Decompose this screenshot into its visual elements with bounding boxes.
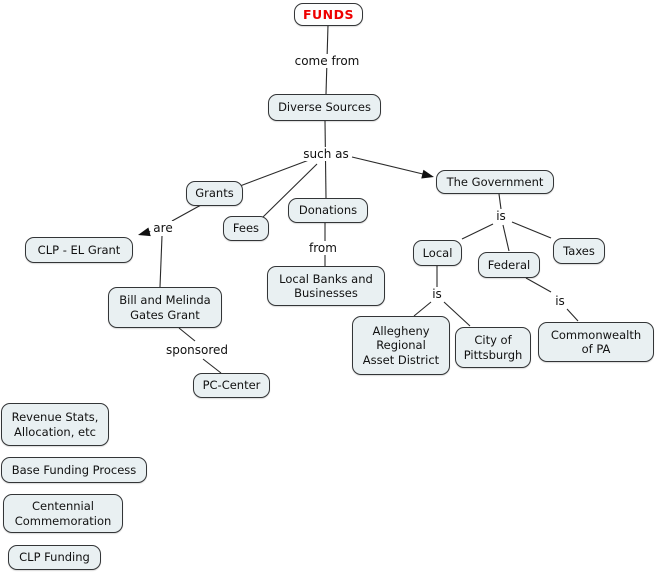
link-label-are[interactable]: are (150, 221, 176, 235)
link-label-sponsored[interactable]: sponsored (162, 343, 232, 357)
arrowhead-to-government (421, 169, 434, 179)
arrowhead-to-clp-el-grant (138, 227, 151, 237)
node-city-of-pittsburgh[interactable]: City of Pittsburgh (455, 327, 531, 368)
node-revenue-stats-allocation[interactable]: Revenue Stats, Allocation, etc (1, 403, 109, 446)
link-label-is-local[interactable]: is (429, 287, 445, 301)
node-local[interactable]: Local (413, 240, 462, 266)
node-clp-funding[interactable]: CLP Funding (8, 545, 101, 570)
node-commonwealth-of-pa[interactable]: Commonwealth of PA (538, 322, 654, 362)
node-diverse-sources[interactable]: Diverse Sources (268, 94, 381, 121)
node-pc-center[interactable]: PC-Center (193, 373, 270, 398)
node-bill-melinda-gates-grant[interactable]: Bill and Melinda Gates Grant (108, 287, 222, 328)
link-label-come-from[interactable]: come from (291, 54, 363, 68)
node-taxes[interactable]: Taxes (553, 238, 605, 264)
node-clp-el-grant[interactable]: CLP - EL Grant (25, 237, 133, 263)
link-label-from[interactable]: from (306, 241, 340, 255)
node-base-funding-process[interactable]: Base Funding Process (1, 457, 147, 483)
node-allegheny-regional-asset-district[interactable]: Allegheny Regional Asset District (352, 316, 450, 375)
node-local-banks-and-businesses[interactable]: Local Banks and Businesses (267, 266, 385, 306)
node-the-government[interactable]: The Government (436, 170, 554, 194)
node-fees[interactable]: Fees (223, 216, 269, 241)
node-funds[interactable]: FUNDS (294, 3, 363, 26)
node-donations[interactable]: Donations (288, 198, 368, 223)
node-centennial-commemoration[interactable]: Centennial Commemoration (3, 494, 123, 533)
link-label-is-federal[interactable]: is (552, 294, 568, 308)
link-label-such-as[interactable]: such as (300, 147, 352, 161)
node-grants[interactable]: Grants (186, 181, 243, 206)
link-label-is-government[interactable]: is (493, 209, 509, 223)
node-federal[interactable]: Federal (478, 252, 540, 278)
